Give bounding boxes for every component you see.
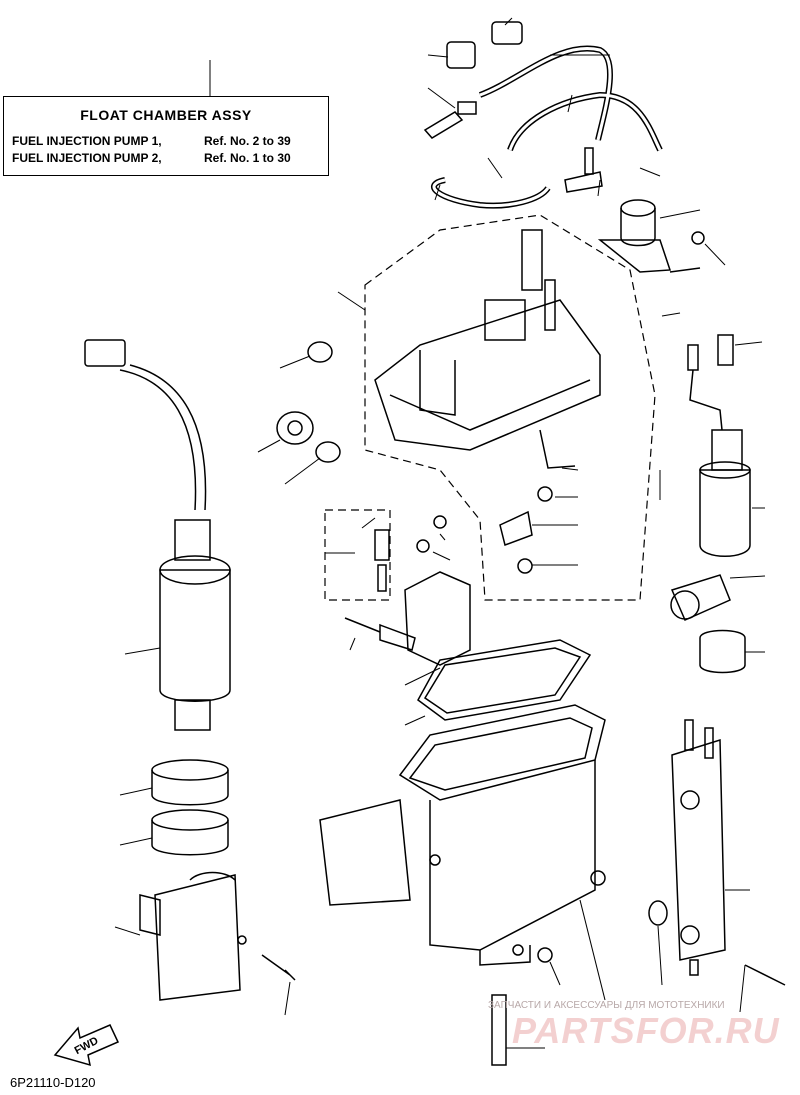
assembly-title: FLOAT CHAMBER ASSY: [80, 107, 252, 123]
fwd-arrow: [53, 1024, 120, 1067]
drain-pipe-32: [491, 947, 553, 1066]
joint-and-regulator: [564, 147, 705, 273]
float-chamber-cover: [374, 229, 601, 451]
hose-clips: [423, 21, 523, 139]
title-box: FLOAT CHAMBER ASSY FUEL INJECTION PUMP 1…: [3, 96, 329, 176]
pump2-ref: Ref. No. 1 to 30: [204, 151, 291, 165]
pump1-name: FUEL INJECTION PUMP 1,: [12, 134, 162, 148]
fuel-cooler-28: [648, 719, 786, 986]
hose-inner: [432, 46, 662, 208]
watermark-logo: PARTSFOR.RU: [512, 1010, 780, 1051]
dashed-assembly-outline: [324, 214, 656, 601]
pump-bracket-24: [139, 871, 296, 1001]
float-chamber-body: [319, 704, 606, 966]
pump1-ref: Ref. No. 2 to 39: [204, 134, 291, 148]
float-and-needle: [344, 529, 471, 666]
fuel-hoses: [430, 45, 663, 209]
leader-lines: [114, 17, 766, 1049]
grommets: [276, 341, 341, 463]
diagram-code: 6P21110-D120: [10, 1075, 96, 1090]
gasket: [417, 639, 592, 721]
plates-and-screws: [416, 429, 576, 574]
pump2-name: FUEL INJECTION PUMP 2,: [12, 151, 162, 165]
pump-bands: [151, 759, 229, 856]
high-pressure-pump-14: [670, 334, 751, 674]
watermark-caption: ЗАПЧАСТИ И АКСЕССУАРЫ ДЛЯ МОТОТЕХНИКИ: [488, 1000, 725, 1011]
low-pressure-pump-23: [84, 339, 231, 731]
